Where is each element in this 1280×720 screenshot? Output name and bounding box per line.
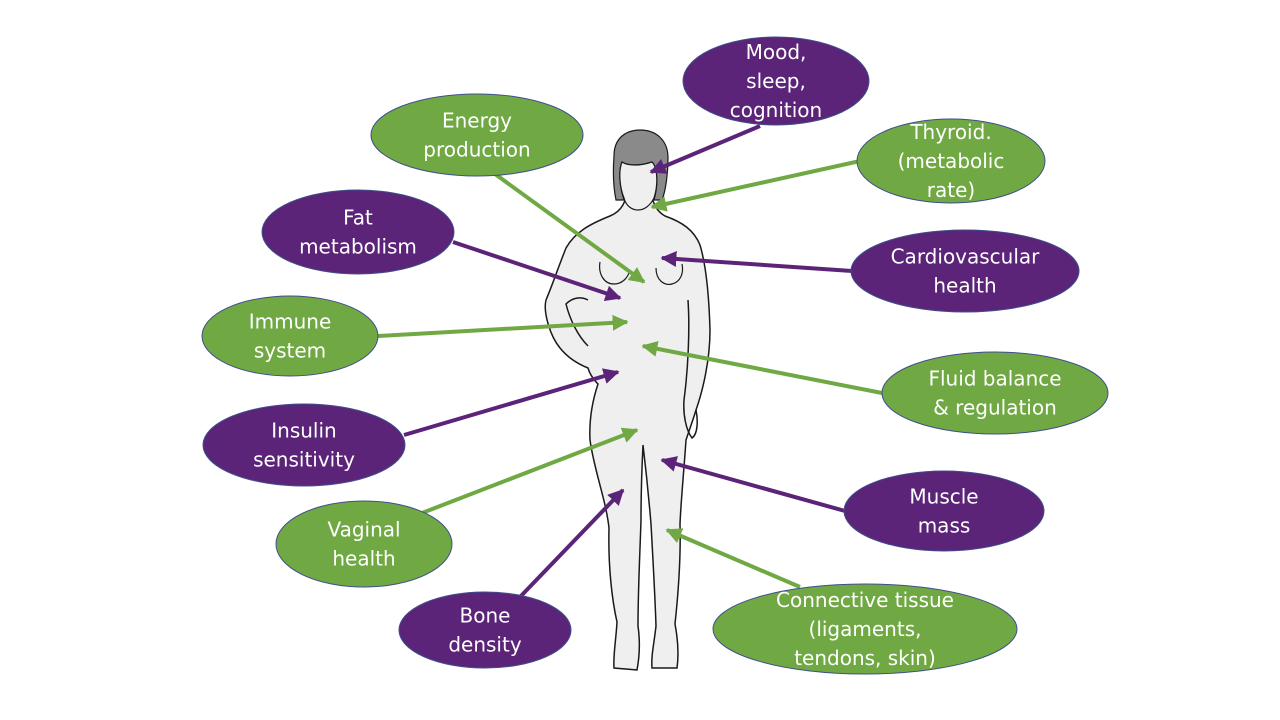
- node-immune: Immune system: [201, 295, 379, 377]
- node-vaginal: Vaginal health: [275, 500, 453, 588]
- node-ellipse-mood: [682, 36, 870, 126]
- node-ellipse-muscle: [843, 470, 1045, 552]
- node-ellipse-connective: [712, 583, 1018, 675]
- node-label-energy-0: Energy: [442, 109, 512, 133]
- node-ellipse-fluid: [881, 351, 1109, 435]
- node-mood: Mood, sleep, cognition: [682, 36, 870, 126]
- arrow-energy: [493, 172, 646, 284]
- arrow-fat: [452, 240, 622, 302]
- connector-arrows: [377, 124, 883, 599]
- node-energy: Energy production: [370, 93, 584, 177]
- chest-contour: [599, 261, 684, 285]
- node-label-thyroid-1: (metabolic: [898, 149, 1005, 173]
- node-label-cardio-0: Cardiovascular: [891, 245, 1041, 269]
- arrow-immune: [377, 314, 629, 338]
- node-muscle: Muscle mass: [843, 470, 1045, 552]
- node-connective: Connective tissue (ligaments, tendons, ski…: [712, 583, 1018, 675]
- node-fluid: Fluid balance & regulation: [881, 351, 1109, 435]
- arrow-connective: [665, 528, 801, 589]
- arrow-muscle: [660, 456, 846, 513]
- node-label-muscle-1: mass: [918, 514, 971, 538]
- node-label-cardio-1: health: [933, 274, 996, 298]
- node-label-immune-0: Immune: [249, 310, 332, 334]
- arrow-insulin: [403, 368, 620, 437]
- node-ellipse-immune: [201, 295, 379, 377]
- node-label-mood-1: sleep,: [746, 69, 806, 93]
- node-label-muscle-0: Muscle: [909, 485, 978, 509]
- node-ellipse-energy: [370, 93, 584, 177]
- arrow-vaginal: [421, 427, 639, 515]
- node-label-insulin-1: sensitivity: [253, 448, 355, 472]
- node-label-energy-1: production: [423, 138, 530, 162]
- node-label-fat-1: metabolism: [299, 235, 417, 259]
- node-ellipse-insulin: [202, 403, 406, 487]
- node-label-immune-1: system: [254, 339, 326, 363]
- node-label-fluid-0: Fluid balance: [928, 367, 1061, 391]
- face-shape: [619, 161, 658, 211]
- right-arm-contour: [683, 299, 698, 440]
- node-ellipse-bone: [398, 591, 572, 669]
- arrow-fluid: [641, 340, 883, 395]
- node-label-connective-2: tendons, skin): [794, 646, 936, 670]
- woman-silhouette-icon: [544, 129, 711, 671]
- node-label-fluid-1: & regulation: [933, 396, 1057, 420]
- node-label-mood-0: Mood,: [746, 40, 807, 64]
- node-ellipse-vaginal: [275, 500, 453, 588]
- node-fat: Fat metabolism: [261, 189, 455, 275]
- node-label-thyroid-2: rate): [927, 178, 975, 202]
- node-label-connective-1: (ligaments,: [809, 617, 922, 641]
- node-label-fat-0: Fat: [343, 206, 373, 230]
- node-bone: Bone density: [398, 591, 572, 669]
- node-label-insulin-0: Insulin: [271, 419, 336, 443]
- function-nodes: Mood, sleep, cognition Energy production Thyr…: [201, 36, 1109, 675]
- node-ellipse-fat: [261, 189, 455, 275]
- node-ellipse-cardio: [850, 229, 1080, 313]
- arrow-thyroid: [650, 159, 861, 212]
- node-label-mood-2: cognition: [730, 98, 822, 122]
- node-ellipse-thyroid: [856, 118, 1046, 204]
- node-label-vaginal-1: health: [332, 547, 395, 571]
- arrow-cardio: [660, 251, 853, 273]
- node-cardio: Cardiovascular health: [850, 229, 1080, 313]
- node-label-connective-0: Connective tissue: [776, 588, 954, 612]
- node-insulin: Insulin sensitivity: [202, 403, 406, 487]
- node-label-bone-1: density: [448, 633, 521, 657]
- left-arm-contour: [565, 297, 589, 347]
- node-label-bone-0: Bone: [460, 604, 511, 628]
- arrow-mood: [649, 124, 761, 174]
- node-label-thyroid-0: Thyroid.: [909, 120, 991, 144]
- node-label-vaginal-0: Vaginal: [327, 518, 400, 542]
- arrow-bone: [518, 488, 625, 599]
- node-thyroid: Thyroid. (metabolic rate): [856, 118, 1046, 204]
